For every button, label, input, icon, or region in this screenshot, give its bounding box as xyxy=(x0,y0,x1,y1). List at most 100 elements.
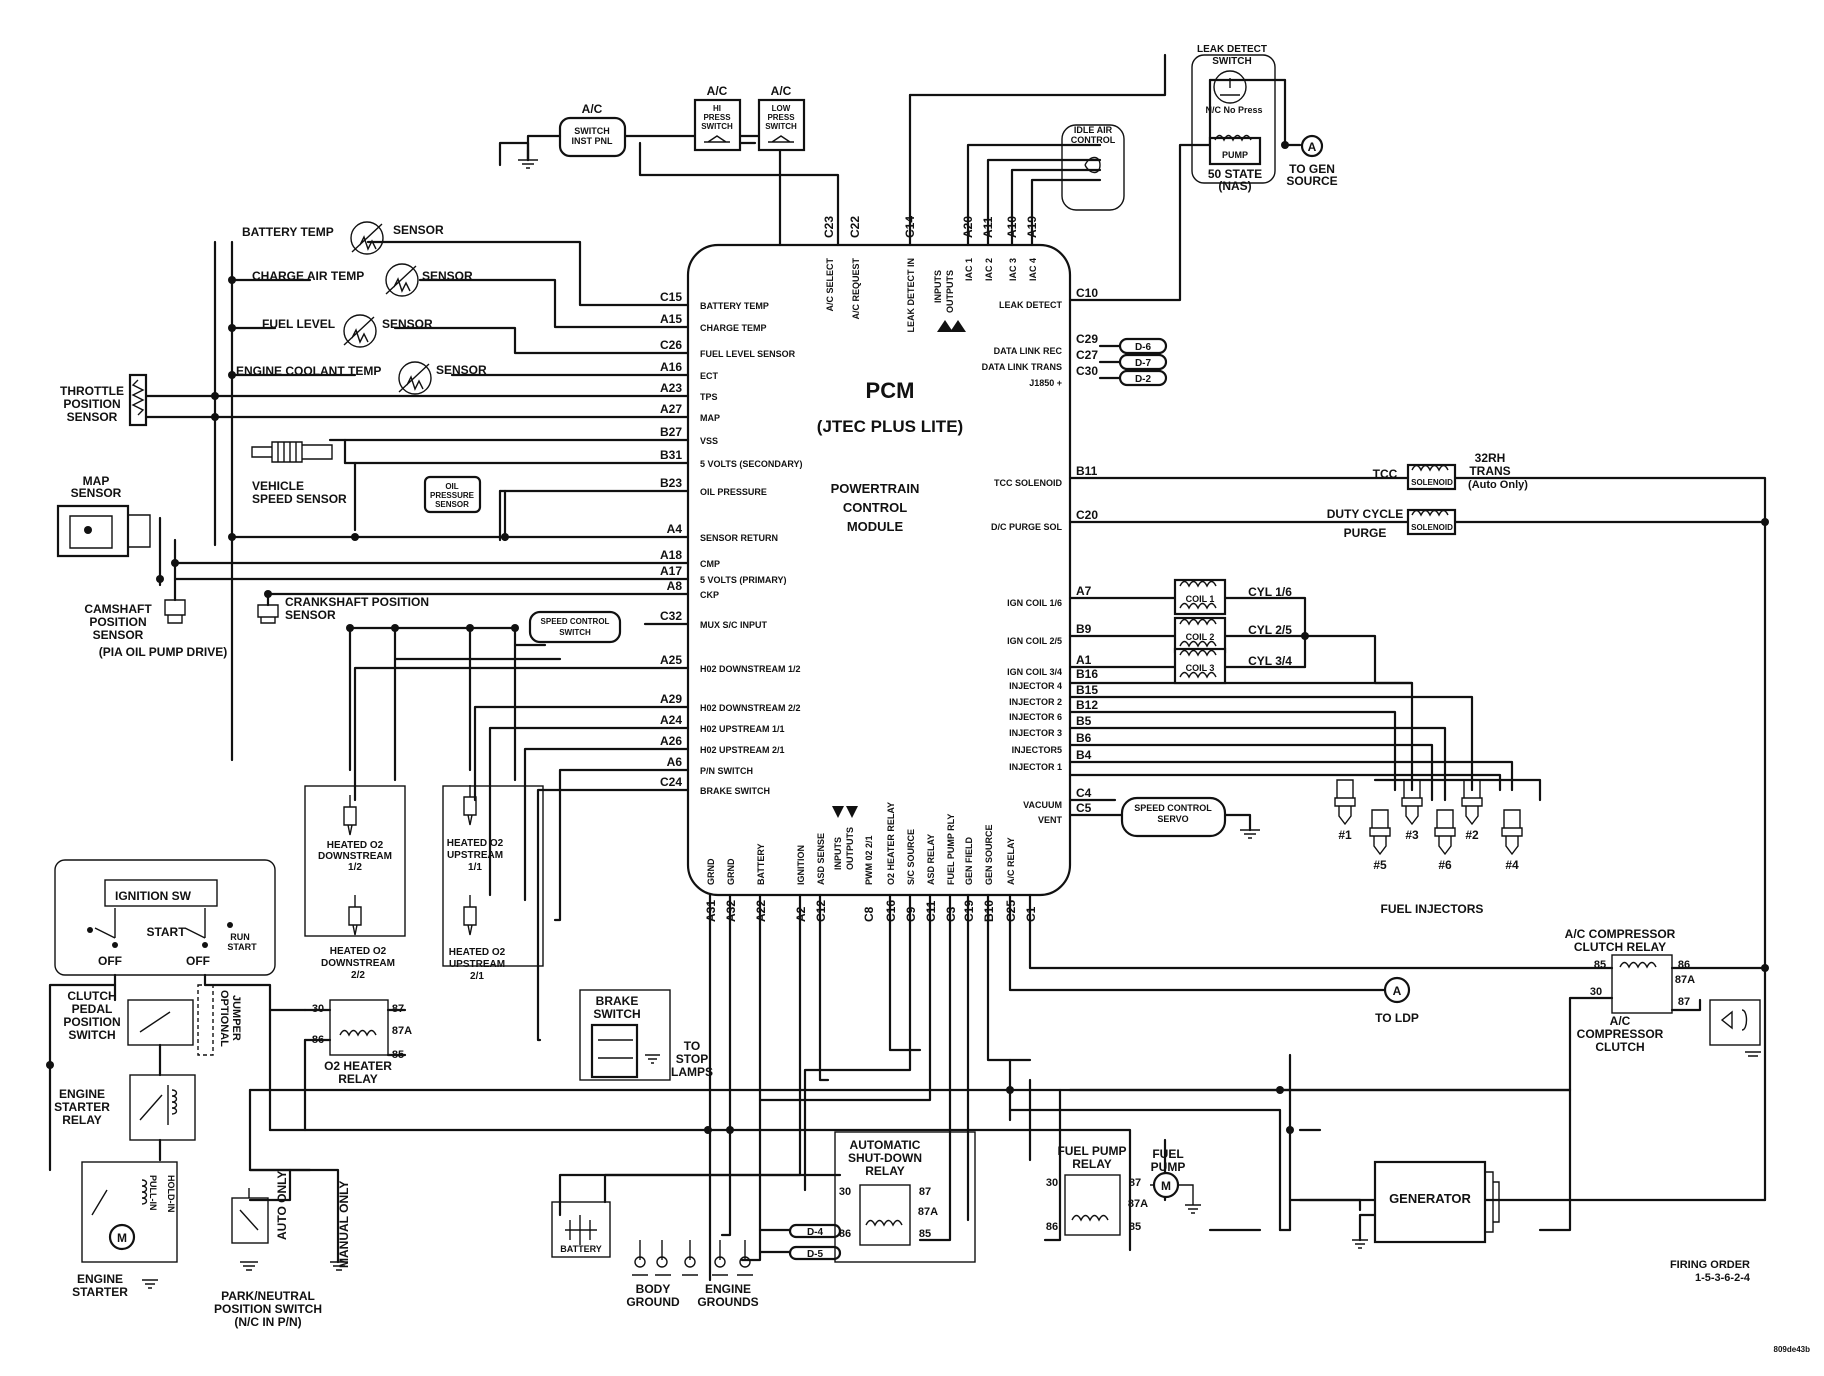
sensor-crankshaft: CRANKSHAFT POSITION SENSOR xyxy=(257,595,429,624)
tcc-solenoid: TCC SOLENOID 32RH TRANS (Auto Only) xyxy=(1373,451,1529,491)
ac-switch-inst-pnl: A/C SWITCH INST PNL xyxy=(518,102,627,169)
injector-num-1: #5 xyxy=(1373,858,1387,872)
pcm-pin-c22: C22 xyxy=(848,216,862,238)
pcm-pin-b6: B6 xyxy=(1076,731,1092,745)
starter-pull: PULL-IN xyxy=(148,1175,158,1211)
pcm-label-c8: PWM 02 2/1 xyxy=(864,835,874,885)
figure-code: 809de43b xyxy=(1774,1345,1811,1354)
fuel-level-sensor-label: SENSOR xyxy=(382,317,433,331)
pcm-pin-c20: C20 xyxy=(1076,508,1098,522)
pcm-label-c5: VENT xyxy=(1038,815,1063,825)
leak-state-1: 50 STATE xyxy=(1208,167,1262,181)
starter-l2: STARTER xyxy=(72,1285,128,1299)
pcm-pin-a24: A24 xyxy=(660,713,682,727)
pcm-label-a18: CMP xyxy=(700,559,720,569)
duty-cycle-purge: DUTY CYCLE PURGE SOLENOID xyxy=(1327,507,1457,540)
ac-low-l4: SWITCH xyxy=(765,122,797,131)
ac-low-l1: A/C xyxy=(771,84,792,98)
o2r-l2: RELAY xyxy=(338,1072,378,1086)
tps-label-3: SENSOR xyxy=(67,410,118,424)
grounds: BODY GROUND ENGINE GROUNDS D-4 D-5 xyxy=(626,1223,842,1309)
coil-label-3: COIL 3 xyxy=(1186,663,1215,673)
pcm-label-c16: O2 HEATER RELAY xyxy=(886,802,896,885)
pcm-label-b31: 5 VOLTS (SECONDARY) xyxy=(700,459,803,469)
pcm-label-c25: A/C RELAY xyxy=(1006,837,1016,885)
battery-temp-sensor-label: SENSOR xyxy=(393,223,444,237)
data-link-label-0: D-6 xyxy=(1135,342,1152,353)
sensor-vehicle-speed: VEHICLE SPEED SENSOR xyxy=(251,441,347,506)
ac-hi-press-switch: A/C HI PRESS SWITCH xyxy=(693,84,742,152)
ac-hi-l2: HI xyxy=(713,104,721,113)
fuel-level-label: FUEL LEVEL xyxy=(262,317,335,331)
jumper-l2: JUMPER xyxy=(230,995,242,1041)
trans-l2: TRANS xyxy=(1469,464,1510,478)
pcm-pin-a17: A17 xyxy=(660,564,682,578)
ign-off-1: OFF xyxy=(98,954,122,968)
ac-low-press-switch: A/C LOW PRESS SWITCH xyxy=(757,84,806,152)
duty-l1: DUTY CYCLE xyxy=(1327,507,1403,521)
generator-label: GENERATOR xyxy=(1389,1191,1471,1206)
pcm-pin-c32: C32 xyxy=(660,609,682,623)
cyl-label-2: CYL 2/5 xyxy=(1248,623,1292,637)
brake-switch: BRAKE SWITCH TO STOP LAMPS xyxy=(579,989,713,1081)
ac-hi-l1: A/C xyxy=(707,84,728,98)
pcm-label-a19: IAC 4 xyxy=(1028,258,1038,281)
ldp-conn: A xyxy=(1393,984,1402,998)
pcm-label-c9: S/C SOURCE xyxy=(906,829,916,885)
injector-4 xyxy=(1461,779,1483,826)
tcc-solenoid-label: SOLENOID xyxy=(1411,478,1453,487)
fp-l1: FUEL xyxy=(1152,1147,1183,1161)
engine-starter-relay: ENGINE STARTER RELAY xyxy=(54,1043,196,1162)
ign-run: RUN xyxy=(230,932,250,942)
fp-l2: PUMP xyxy=(1151,1160,1186,1174)
ign-off-2: OFF xyxy=(186,954,210,968)
pcm-label-c12: ASD SENSE xyxy=(816,833,826,885)
o2-up11-l2: UPSTREAM xyxy=(447,850,503,861)
pcm-pin-c24: C24 xyxy=(660,775,682,789)
cyl-label-3: CYL 3/4 xyxy=(1248,654,1292,668)
o2-up11-l3: 1/1 xyxy=(468,862,482,873)
ect-sensor-label: SENSOR xyxy=(436,363,487,377)
pcm-label-a11: IAC 2 xyxy=(984,258,994,281)
fpr-87: 87 xyxy=(1129,1177,1141,1189)
ac-pin-87a: 87A xyxy=(1675,974,1695,986)
pcm-pin-a6: A6 xyxy=(667,755,683,769)
fpr-l1: FUEL PUMP xyxy=(1057,1144,1126,1158)
pcm-pin-a7: A7 xyxy=(1076,584,1092,598)
clutch-l2: PEDAL xyxy=(72,1002,113,1016)
data-link-label-1: D-7 xyxy=(1135,358,1152,369)
fuel-injectors: #1#5#3#6#2#4 xyxy=(1334,779,1523,872)
starter-relay-l1: ENGINE xyxy=(59,1087,105,1101)
trans-l3: (Auto Only) xyxy=(1468,479,1528,491)
pcm-pin-b5: B5 xyxy=(1076,714,1092,728)
pcm-label-c15: BATTERY TEMP xyxy=(700,301,769,311)
pcm-label-a24: H02 UPSTREAM 1/1 xyxy=(700,724,785,734)
pcm-pin-a8: A8 xyxy=(667,579,683,593)
ac-clutch-l1: A/C xyxy=(1610,1014,1631,1028)
ground-d5: D-5 xyxy=(807,1249,824,1260)
pcm-pin-c5: C5 xyxy=(1076,801,1092,815)
to-ldp: A TO LDP xyxy=(1008,893,1419,1025)
data-link-conn-2 xyxy=(1118,369,1168,387)
pcm-label-a10: IAC 3 xyxy=(1008,258,1018,281)
ignition-switch: IGNITION SW START OFF OFF RUN START xyxy=(48,859,276,1172)
pcm-label-c3: FUEL PUMP RLY xyxy=(946,814,956,885)
starter-l1: ENGINE xyxy=(77,1272,123,1286)
engine-ground-l1: ENGINE xyxy=(705,1282,751,1296)
ac-low-l2: LOW xyxy=(772,104,791,113)
ac-switch-l3: INST PNL xyxy=(571,136,613,146)
pcm-label-b9: IGN COIL 2/5 xyxy=(1007,636,1062,646)
servo-l1: SPEED CONTROL xyxy=(1134,803,1212,813)
vss-label-1: VEHICLE xyxy=(252,479,304,493)
o2-dn22: HEATED O2 DOWNSTREAM 2/2 xyxy=(321,895,395,981)
brake-to-2: STOP xyxy=(676,1052,708,1066)
fpr-87a: 87A xyxy=(1128,1198,1148,1210)
pcm-inputs-top: INPUTS xyxy=(933,270,943,303)
ect-label: ENGINE COOLANT TEMP xyxy=(236,364,381,378)
oil-pressure-label-1: OIL xyxy=(445,482,458,491)
starter-hold: HOLD-IN xyxy=(166,1175,176,1213)
asd-l3: RELAY xyxy=(865,1164,905,1178)
starter-motor: M xyxy=(117,1231,127,1245)
pcm-label-b6: INJECTOR5 xyxy=(1012,745,1062,755)
